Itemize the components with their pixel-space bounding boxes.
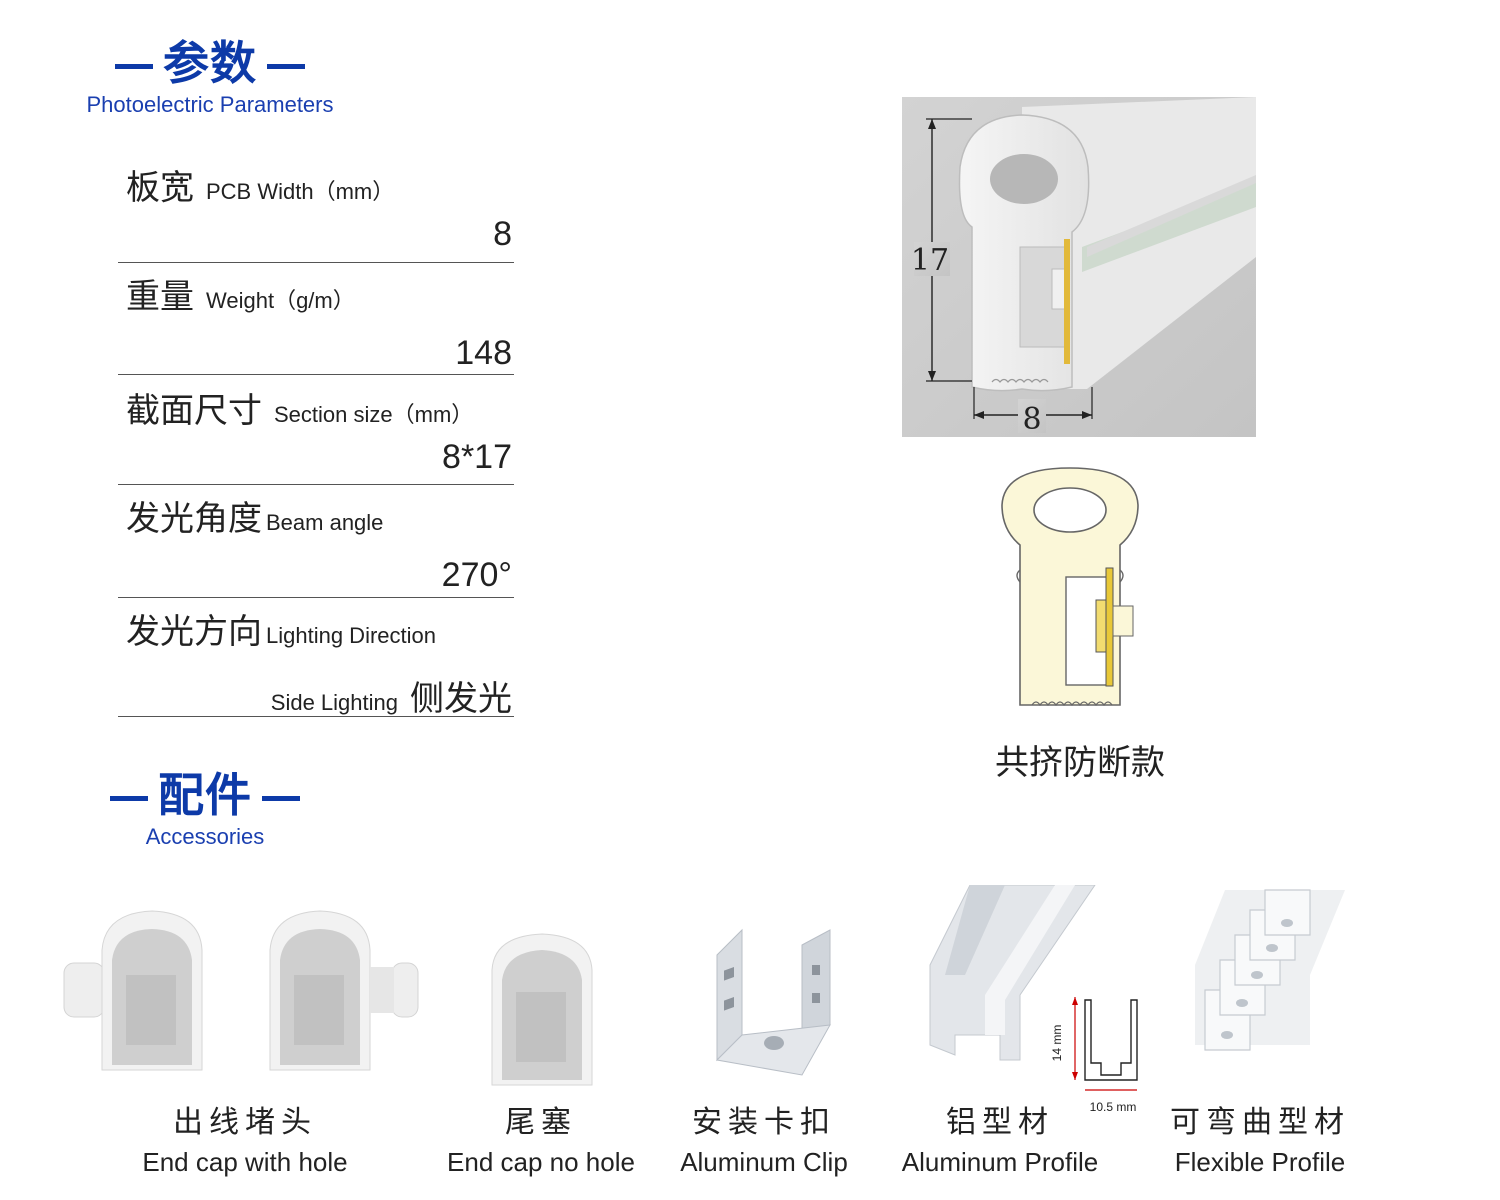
accessory-label-aluminum-profile: 铝型材 Aluminum Profile bbox=[885, 1105, 1115, 1178]
accessory-label-zh: 出线堵头 bbox=[173, 1105, 317, 1140]
accessory-label-en: End cap with hole bbox=[142, 1147, 348, 1177]
heading-dash-right bbox=[267, 64, 305, 69]
parameters-title-en: Photoelectric Parameters bbox=[86, 92, 334, 117]
accessory-label-aluminum-clip: 安装卡扣 Aluminum Clip bbox=[664, 1105, 864, 1178]
param-label-zh: 截面尺寸 bbox=[126, 391, 262, 431]
heading-dash-left bbox=[110, 796, 148, 801]
param-label-en: Section size（mm） bbox=[274, 402, 474, 427]
param-label-en: Beam angle bbox=[266, 510, 384, 535]
accessories-title-en: Accessories bbox=[145, 824, 265, 849]
param-label-zh: 发光角度 bbox=[126, 499, 262, 539]
cross-section-drawing bbox=[1001, 467, 1139, 707]
aluminum-clip-image bbox=[715, 928, 831, 1076]
heading-dash-right bbox=[262, 796, 300, 801]
profile-height-label: 14 mm bbox=[1050, 1025, 1064, 1062]
aluminum-profile-image: 14 mm 10.5 mm bbox=[929, 885, 1138, 1114]
accessories-title-zh: 配件 bbox=[158, 768, 252, 822]
accessory-label-zh: 可弯曲型材 bbox=[1170, 1105, 1350, 1140]
neon-strip-3d-image: 17 8 bbox=[902, 97, 1256, 437]
accessory-label-zh: 尾塞 bbox=[505, 1105, 577, 1140]
param-label-zh: 板宽 bbox=[126, 168, 194, 208]
end-cap-no-hole-image bbox=[491, 933, 593, 1086]
param-row-section-size: 截面尺寸 Section size（mm） 8*17 bbox=[118, 375, 514, 485]
param-value: 270° bbox=[441, 556, 512, 594]
flexible-profile-image bbox=[1195, 889, 1345, 1051]
param-row-weight: 重量 Weight（g/m） 148 bbox=[118, 263, 514, 375]
accessory-label-end-cap-no-hole: 尾塞 End cap no hole bbox=[430, 1105, 652, 1178]
param-value: 侧发光 bbox=[410, 680, 512, 718]
accessory-label-flexible-profile: 可弯曲型材 Flexible Profile bbox=[1150, 1105, 1370, 1178]
param-label-zh: 发光方向 bbox=[126, 612, 262, 652]
drawing-caption: 共挤防断款 bbox=[995, 743, 1165, 783]
param-label-en: Weight（g/m） bbox=[206, 288, 355, 313]
height-dimension-label: 17 bbox=[911, 243, 949, 278]
parameters-heading: 参数 Photoelectric Parameters bbox=[70, 40, 350, 118]
accessories-heading: 配件 Accessories bbox=[70, 772, 340, 850]
accessory-label-zh: 铝型材 bbox=[946, 1105, 1054, 1140]
width-dimension-label: 8 bbox=[1022, 402, 1041, 437]
param-value: 8 bbox=[493, 215, 512, 253]
heading-dash-left bbox=[115, 64, 153, 69]
param-label-zh: 重量 bbox=[126, 277, 194, 317]
param-value: 8*17 bbox=[442, 438, 512, 476]
param-value: 148 bbox=[455, 334, 512, 372]
accessory-label-en: Aluminum Profile bbox=[901, 1147, 1099, 1177]
accessory-label-en: Aluminum Clip bbox=[680, 1147, 848, 1177]
accessory-label-en: Flexible Profile bbox=[1174, 1147, 1346, 1177]
parameters-title-zh: 参数 bbox=[163, 36, 257, 90]
param-label-en: Lighting Direction bbox=[266, 623, 436, 648]
param-value-en: Side Lighting bbox=[270, 690, 398, 715]
param-label-en: PCB Width（mm） bbox=[206, 179, 395, 204]
profile-width-label: 10.5 mm bbox=[1090, 1100, 1137, 1114]
end-cap-with-hole-image bbox=[63, 910, 419, 1071]
parameter-list: 板宽 PCB Width（mm） 8 重量 Weight（g/m） 148 截面尺寸… bbox=[118, 160, 514, 718]
accessory-label-en: End cap no hole bbox=[447, 1147, 635, 1177]
param-row-pcb-width: 板宽 PCB Width（mm） 8 bbox=[118, 160, 514, 263]
accessory-label-end-cap-with-hole: 出线堵头 End cap with hole bbox=[120, 1105, 370, 1178]
accessory-label-zh: 安装卡扣 bbox=[692, 1105, 836, 1140]
